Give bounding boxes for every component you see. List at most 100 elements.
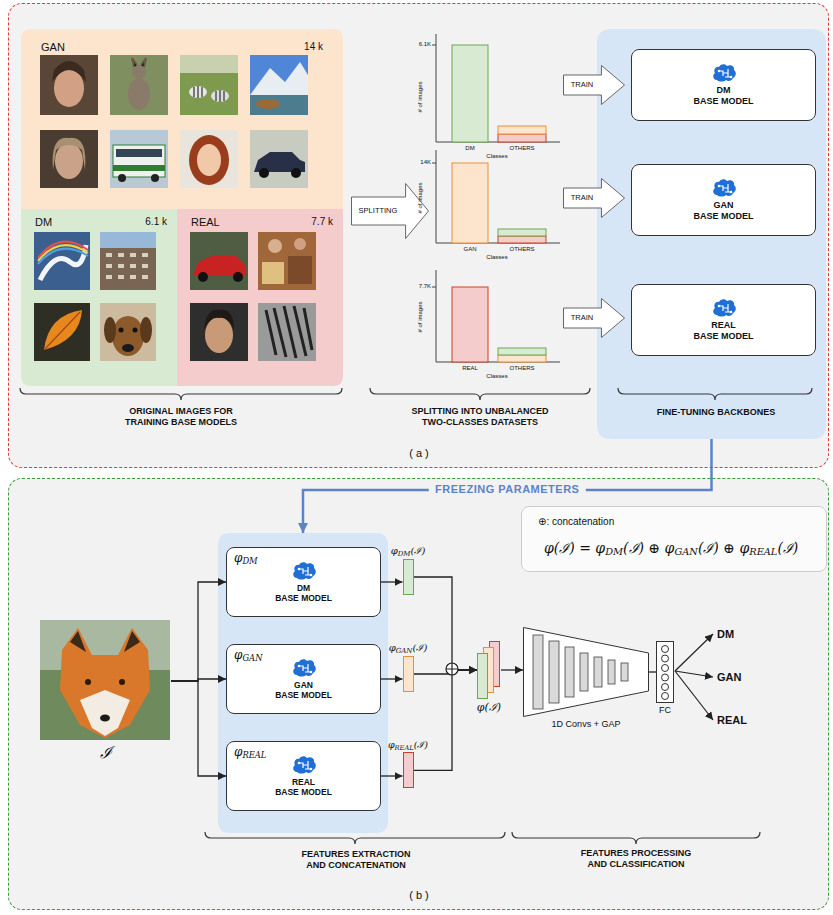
conv-layer (621, 663, 628, 681)
circuit-dot (309, 574, 312, 577)
neuron (662, 693, 669, 700)
connector (414, 670, 478, 770)
node-fill (21, 29, 343, 209)
node-shape (403, 752, 414, 788)
label-text: 6.1K (419, 41, 431, 48)
feature-vector: φGAN(ℐ) (382, 642, 434, 698)
node-label: FEATURES EXTRACTION AND CONCATENATION (302, 849, 411, 871)
text-slot: 7.7 k (311, 216, 333, 228)
node-fill (226, 741, 381, 811)
node-shape (656, 641, 674, 703)
circuit-lines (719, 184, 731, 192)
output-arrows (675, 634, 713, 720)
text-slot: REAL (717, 714, 747, 727)
block-arrow: SPLITTING (351, 183, 429, 239)
connector (303, 439, 712, 533)
circuit-dot (729, 76, 732, 79)
brain-icon (291, 561, 317, 581)
text-slot: GAN (717, 671, 741, 684)
circuit-lines (299, 664, 311, 672)
brain-icon (711, 298, 737, 318)
trapezoid-outline (524, 628, 649, 717)
node-label: TRAIN (571, 80, 594, 89)
brain-shape (713, 179, 736, 196)
text-slot: φ(ℐ) = φDM(ℐ) ⊕ φGAN(ℐ) ⊕ φREAL(ℐ) (544, 540, 798, 557)
text-slot: # of images (417, 301, 424, 332)
feature-vector: φREAL(ℐ) (382, 739, 434, 795)
circuit-lines (299, 761, 311, 769)
circuit-lines (299, 567, 311, 575)
text-slot: ( b ) (409, 889, 429, 902)
feature-vector: φDM(ℐ) (382, 545, 434, 601)
circuit-lines (719, 69, 731, 77)
node-fill (226, 547, 381, 617)
node-fill (8, 3, 829, 468)
node-fill (597, 29, 826, 439)
subscript: DM (605, 546, 623, 557)
text-slot: Classes (486, 153, 507, 160)
text-slot: REAL (191, 216, 220, 229)
neuron (662, 655, 669, 662)
conv-layer (533, 635, 543, 709)
node-fill (631, 284, 816, 356)
node-fill (21, 209, 177, 386)
label-text: # of images (417, 301, 424, 332)
neuron (662, 684, 669, 691)
text-slot: TRAIN (571, 193, 594, 202)
label-text: 14K (420, 159, 431, 166)
connector (381, 775, 403, 776)
node-shape (403, 656, 414, 692)
text-slot: 6.1K (419, 41, 431, 48)
connector (171, 582, 226, 681)
neuron (662, 665, 669, 672)
node-text: φREAL(ℐ) (388, 739, 428, 750)
base-model-box: DM BASE MODEL (631, 49, 816, 121)
subscript: REAL (749, 546, 777, 557)
node-label: φGAN (234, 648, 262, 662)
connector (501, 669, 523, 670)
node-text: 1D Convs + GAP (552, 719, 621, 730)
conv-layer (608, 660, 615, 684)
connector (649, 671, 656, 672)
text-slot: 7.7K (419, 283, 431, 290)
node-fill (218, 533, 388, 833)
node-label: 6.1 k (145, 216, 167, 228)
node-label: φ(ℐ) = φDM(ℐ) ⊕ φGAN(ℐ) ⊕ φREAL(ℐ) (544, 540, 798, 557)
node-fill (521, 506, 827, 572)
label-text: DM (465, 145, 474, 152)
label-text: ORIGINAL IMAGES FOR TRAINING BASE MODELS (125, 406, 237, 428)
text-slot: φDM (234, 551, 258, 565)
fc-outline (657, 642, 674, 703)
text-slot: # of images (417, 182, 424, 213)
node-label: TRAIN (571, 313, 594, 322)
text-slot: φREAL (234, 745, 266, 759)
label-text: Classes (486, 373, 507, 380)
text-slot: 14 k (304, 41, 323, 53)
fox-photo (40, 620, 170, 740)
conv-block: 1D Convs + GAP (523, 627, 649, 739)
base-model-box: φREALREAL BASE MODEL (226, 741, 381, 811)
text-slot: 14K (420, 159, 431, 166)
text-slot: FINE-TUNING BACKBONES (657, 407, 776, 418)
subscript: REAL (395, 744, 414, 752)
block-arrow-outline (564, 299, 625, 338)
connector (381, 678, 403, 679)
circuit-dot (309, 671, 312, 674)
node-shape (41, 621, 171, 741)
circuit-dot (717, 70, 720, 73)
circuit-dot (729, 311, 732, 314)
text-slot: FEATURES EXTRACTION AND CONCATENATION (302, 849, 411, 871)
node-shape (477, 641, 501, 699)
node-text: GAN BASE MODEL (275, 680, 332, 700)
label-text: Classes (486, 254, 507, 261)
text-slot: Classes (486, 373, 507, 380)
text-slot: TRAIN (571, 80, 594, 89)
brain-shape (293, 659, 316, 676)
node-label: REAL (191, 216, 220, 229)
node-label: DM (35, 216, 52, 229)
label-text: FEATURES PROCESSING AND CLASSIFICATION (581, 848, 691, 870)
node-label: SPLITTING (359, 206, 398, 215)
fc-shape (656, 641, 674, 703)
label-text: OTHERS (509, 365, 534, 372)
block-arrow: TRAIN (563, 178, 625, 218)
